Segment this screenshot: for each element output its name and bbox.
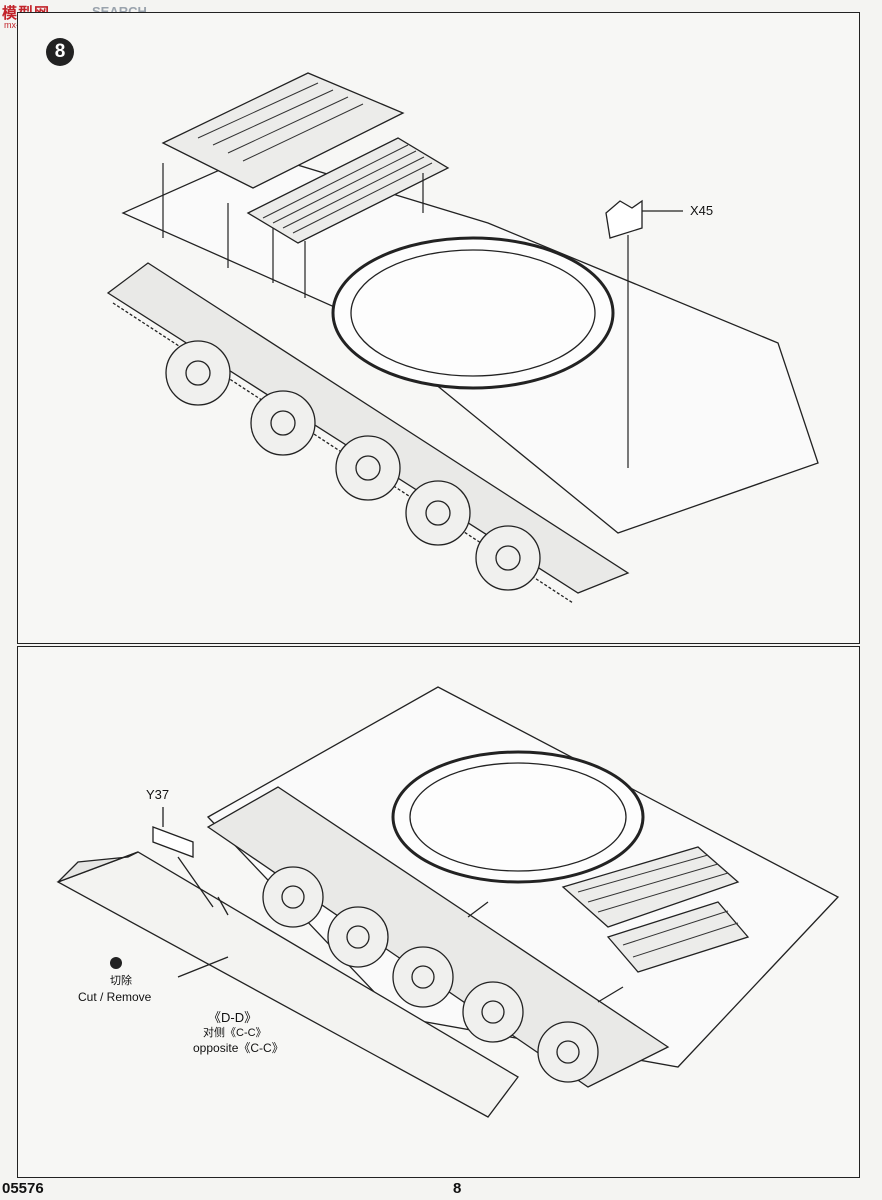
section-label: 《D-D》 — [208, 1010, 258, 1025]
road-wheels — [165, 340, 541, 591]
product-code: 05576 — [2, 1180, 44, 1197]
assembly-panel-top: X45 — [17, 12, 860, 644]
opposite-label-en: opposite《C-C》 — [193, 1041, 284, 1055]
cut-label-en: Cut / Remove — [78, 990, 152, 1004]
tank-hull-top-drawing — [106, 72, 819, 604]
opposite-label-cn: 对侧《C-C》 — [203, 1027, 267, 1039]
page-number: 8 — [453, 1180, 462, 1197]
road-wheels-bottom — [262, 866, 599, 1083]
step-number-badge: 8 — [46, 38, 74, 66]
tank-hull-side-drawing — [56, 686, 840, 1118]
cut-label-cn: 切除 — [110, 975, 132, 987]
part-label-y37: Y37 — [146, 787, 170, 802]
part-label-x45: X45 — [690, 203, 714, 218]
assembly-panel-bottom: Y37 切除 Cut / Remove 《D-D》 对侧《C-C》 opposi… — [17, 646, 860, 1178]
